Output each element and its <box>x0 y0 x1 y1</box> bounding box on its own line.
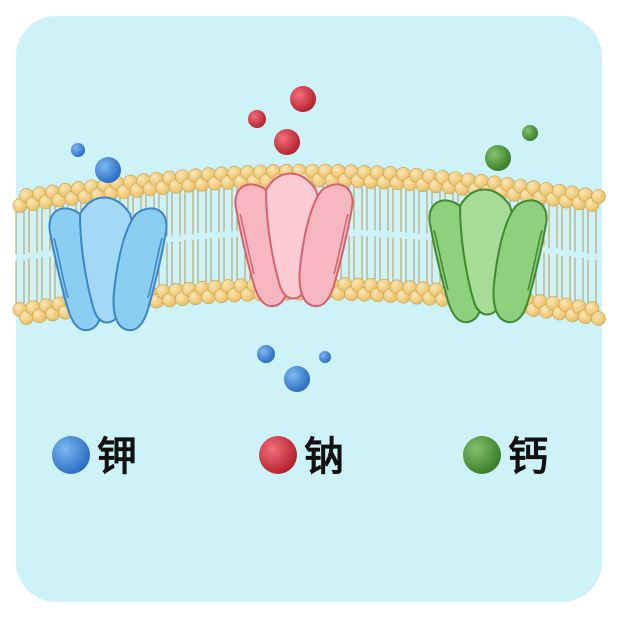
legend-label-sodium: 钠 <box>304 434 344 480</box>
sodium-ion <box>290 86 316 112</box>
potassium-ion <box>284 366 310 392</box>
potassium-ion <box>95 157 121 183</box>
potassium-ion-icon <box>52 436 90 474</box>
legend-item-calcium: 钙 <box>463 434 548 480</box>
legend: 钾 钠 钙 <box>52 434 548 480</box>
calcium-ion-icon <box>463 436 501 474</box>
potassium-ion <box>71 143 85 157</box>
sodium-ion <box>274 129 300 155</box>
calcium-ion <box>522 125 538 141</box>
potassium-ion <box>319 351 331 363</box>
potassium-ions <box>71 143 331 392</box>
calcium-channel <box>428 188 548 324</box>
legend-item-sodium: 钠 <box>259 434 344 480</box>
calcium-ion <box>485 145 511 171</box>
sodium-ion <box>248 110 266 128</box>
background-panel <box>16 16 602 602</box>
sodium-ions <box>248 86 316 155</box>
potassium-ion <box>257 345 275 363</box>
calcium-ions <box>485 125 538 171</box>
lipid-head <box>591 189 606 204</box>
legend-label-potassium: 钾 <box>97 434 137 480</box>
legend-item-potassium: 钾 <box>52 434 137 480</box>
sodium-ion-icon <box>259 436 297 474</box>
lipid-head <box>591 311 606 326</box>
potassium-channel <box>48 196 168 332</box>
sodium-channel <box>234 172 354 308</box>
legend-label-calcium: 钙 <box>508 434 548 480</box>
